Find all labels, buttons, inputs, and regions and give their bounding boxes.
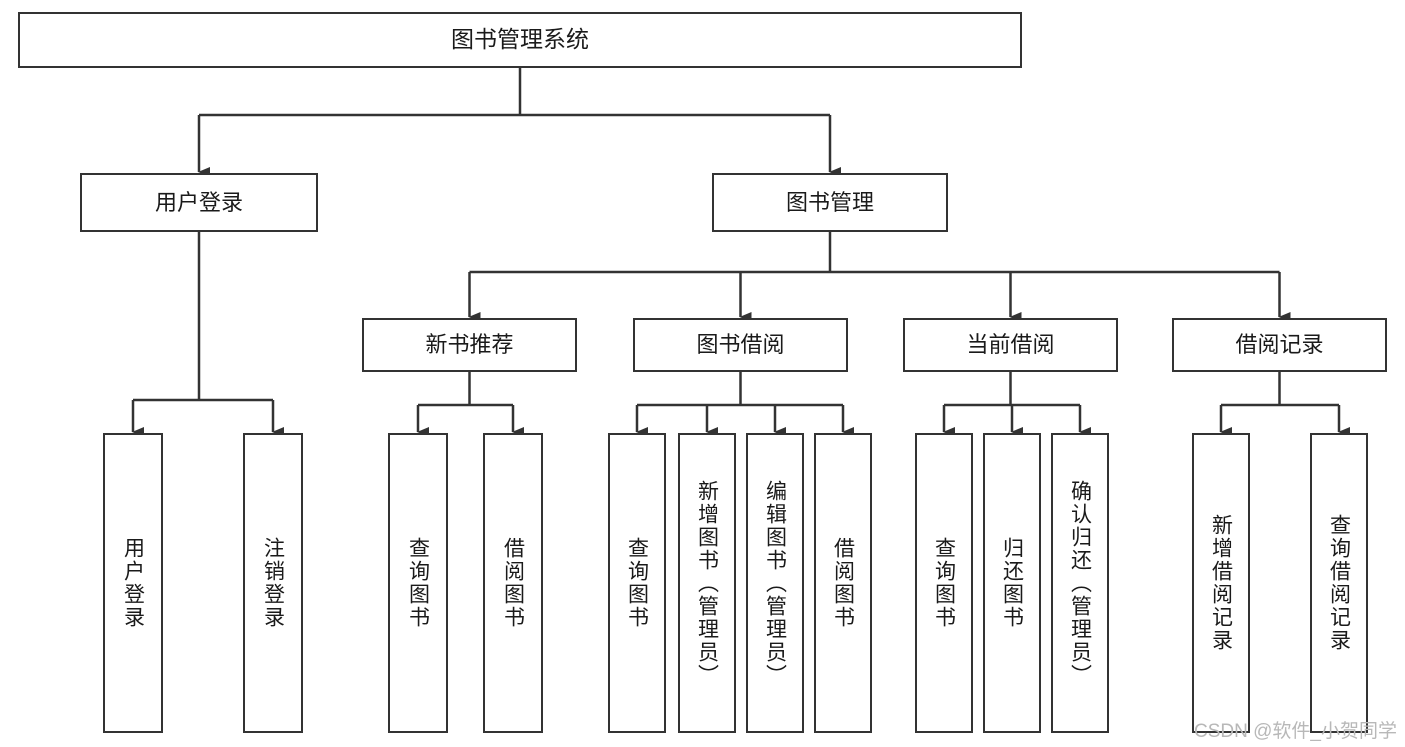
node-leaf-borrow-2: 新增图书（管理员） (678, 433, 736, 733)
node-leaf-borrow-4: 借阅图书 (814, 433, 872, 733)
node-leaf-rec-1: 新增借阅记录 (1192, 433, 1250, 733)
node-leaf-login-2: 注销登录 (243, 433, 303, 733)
node-leaf-cur-1: 查询图书 (915, 433, 973, 733)
node-label: 查询图书 (625, 537, 649, 629)
node-leaf-borrow-1: 查询图书 (608, 433, 666, 733)
node-label: 当前借阅 (966, 332, 1055, 358)
node-newbook: 新书推荐 (362, 318, 577, 372)
node-label: 用户登录 (121, 537, 145, 629)
node-label: 归还图书 (1000, 537, 1024, 629)
node-label: 确认归还（管理员） (1068, 479, 1092, 687)
node-label: 新书推荐 (425, 332, 514, 358)
node-bookmgmt: 图书管理 (712, 173, 948, 232)
node-label: 注销登录 (261, 537, 285, 629)
node-records: 借阅记录 (1172, 318, 1387, 372)
node-leaf-new-1: 查询图书 (388, 433, 448, 733)
node-leaf-cur-2: 归还图书 (983, 433, 1041, 733)
node-label: 借阅图书 (501, 537, 525, 629)
node-root: 图书管理系统 (18, 12, 1022, 68)
node-label: 图书管理系统 (451, 26, 589, 53)
node-label: 借阅记录 (1235, 332, 1324, 358)
node-borrow: 图书借阅 (633, 318, 848, 372)
node-label: 新增借阅记录 (1209, 514, 1233, 652)
node-login: 用户登录 (80, 173, 318, 232)
node-current: 当前借阅 (903, 318, 1118, 372)
node-label: 新增图书（管理员） (695, 479, 719, 687)
node-label: 借阅图书 (831, 537, 855, 629)
node-leaf-rec-2: 查询借阅记录 (1310, 433, 1368, 733)
node-leaf-borrow-3: 编辑图书（管理员） (746, 433, 804, 733)
node-label: 查询图书 (932, 537, 956, 629)
node-leaf-new-2: 借阅图书 (483, 433, 543, 733)
node-label: 用户登录 (154, 189, 243, 215)
node-label: 编辑图书（管理员） (763, 479, 787, 687)
node-label: 查询借阅记录 (1327, 514, 1351, 652)
node-label: 图书借阅 (696, 332, 785, 358)
node-leaf-login-1: 用户登录 (103, 433, 163, 733)
node-label: 查询图书 (406, 537, 430, 629)
node-label: 图书管理 (785, 189, 874, 215)
node-leaf-cur-3: 确认归还（管理员） (1051, 433, 1109, 733)
